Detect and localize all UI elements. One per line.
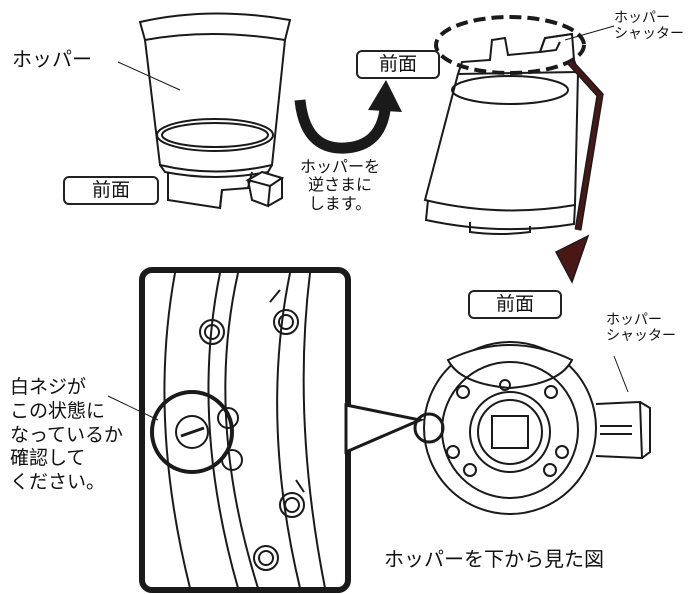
shutter-leader-line-bottom	[613, 355, 629, 393]
screw-leader-line	[107, 395, 159, 421]
turn-over-arrow	[294, 80, 402, 154]
check-screw-instruction: 白ネジが この状態に なっているか 確認して ください。	[10, 376, 124, 493]
shutter-label-top: ホッパー シャッター	[614, 10, 684, 43]
screw-slot	[180, 426, 205, 438]
bottom-view-caption: ホッパーを下から見た図	[384, 547, 604, 571]
screw-highlight-circle	[150, 390, 234, 474]
front-label-bottom-view: 前面	[468, 290, 562, 319]
magnified-detail	[139, 267, 351, 593]
shutter-label-bottom: ホッパー シャッター	[606, 312, 676, 345]
shutter-leader-line-top	[564, 25, 615, 41]
hopper-inverted-illustration	[423, 32, 580, 235]
hopper-upright-illustration	[138, 12, 292, 210]
shutter-highlight-ellipse	[434, 15, 586, 75]
hopper-leader-line	[117, 61, 181, 91]
view-from-bottom-arrow	[554, 59, 604, 284]
front-label-upright: 前面	[63, 176, 159, 205]
hopper-bottom-view	[423, 341, 651, 515]
zoom-connector	[344, 403, 425, 455]
hopper-label: ホッパー	[12, 47, 92, 71]
invert-instruction-text: ホッパーを 逆さまに します。	[300, 157, 381, 213]
bottom-view-screw-circle	[413, 412, 445, 444]
front-label-inverted: 前面	[356, 50, 440, 79]
